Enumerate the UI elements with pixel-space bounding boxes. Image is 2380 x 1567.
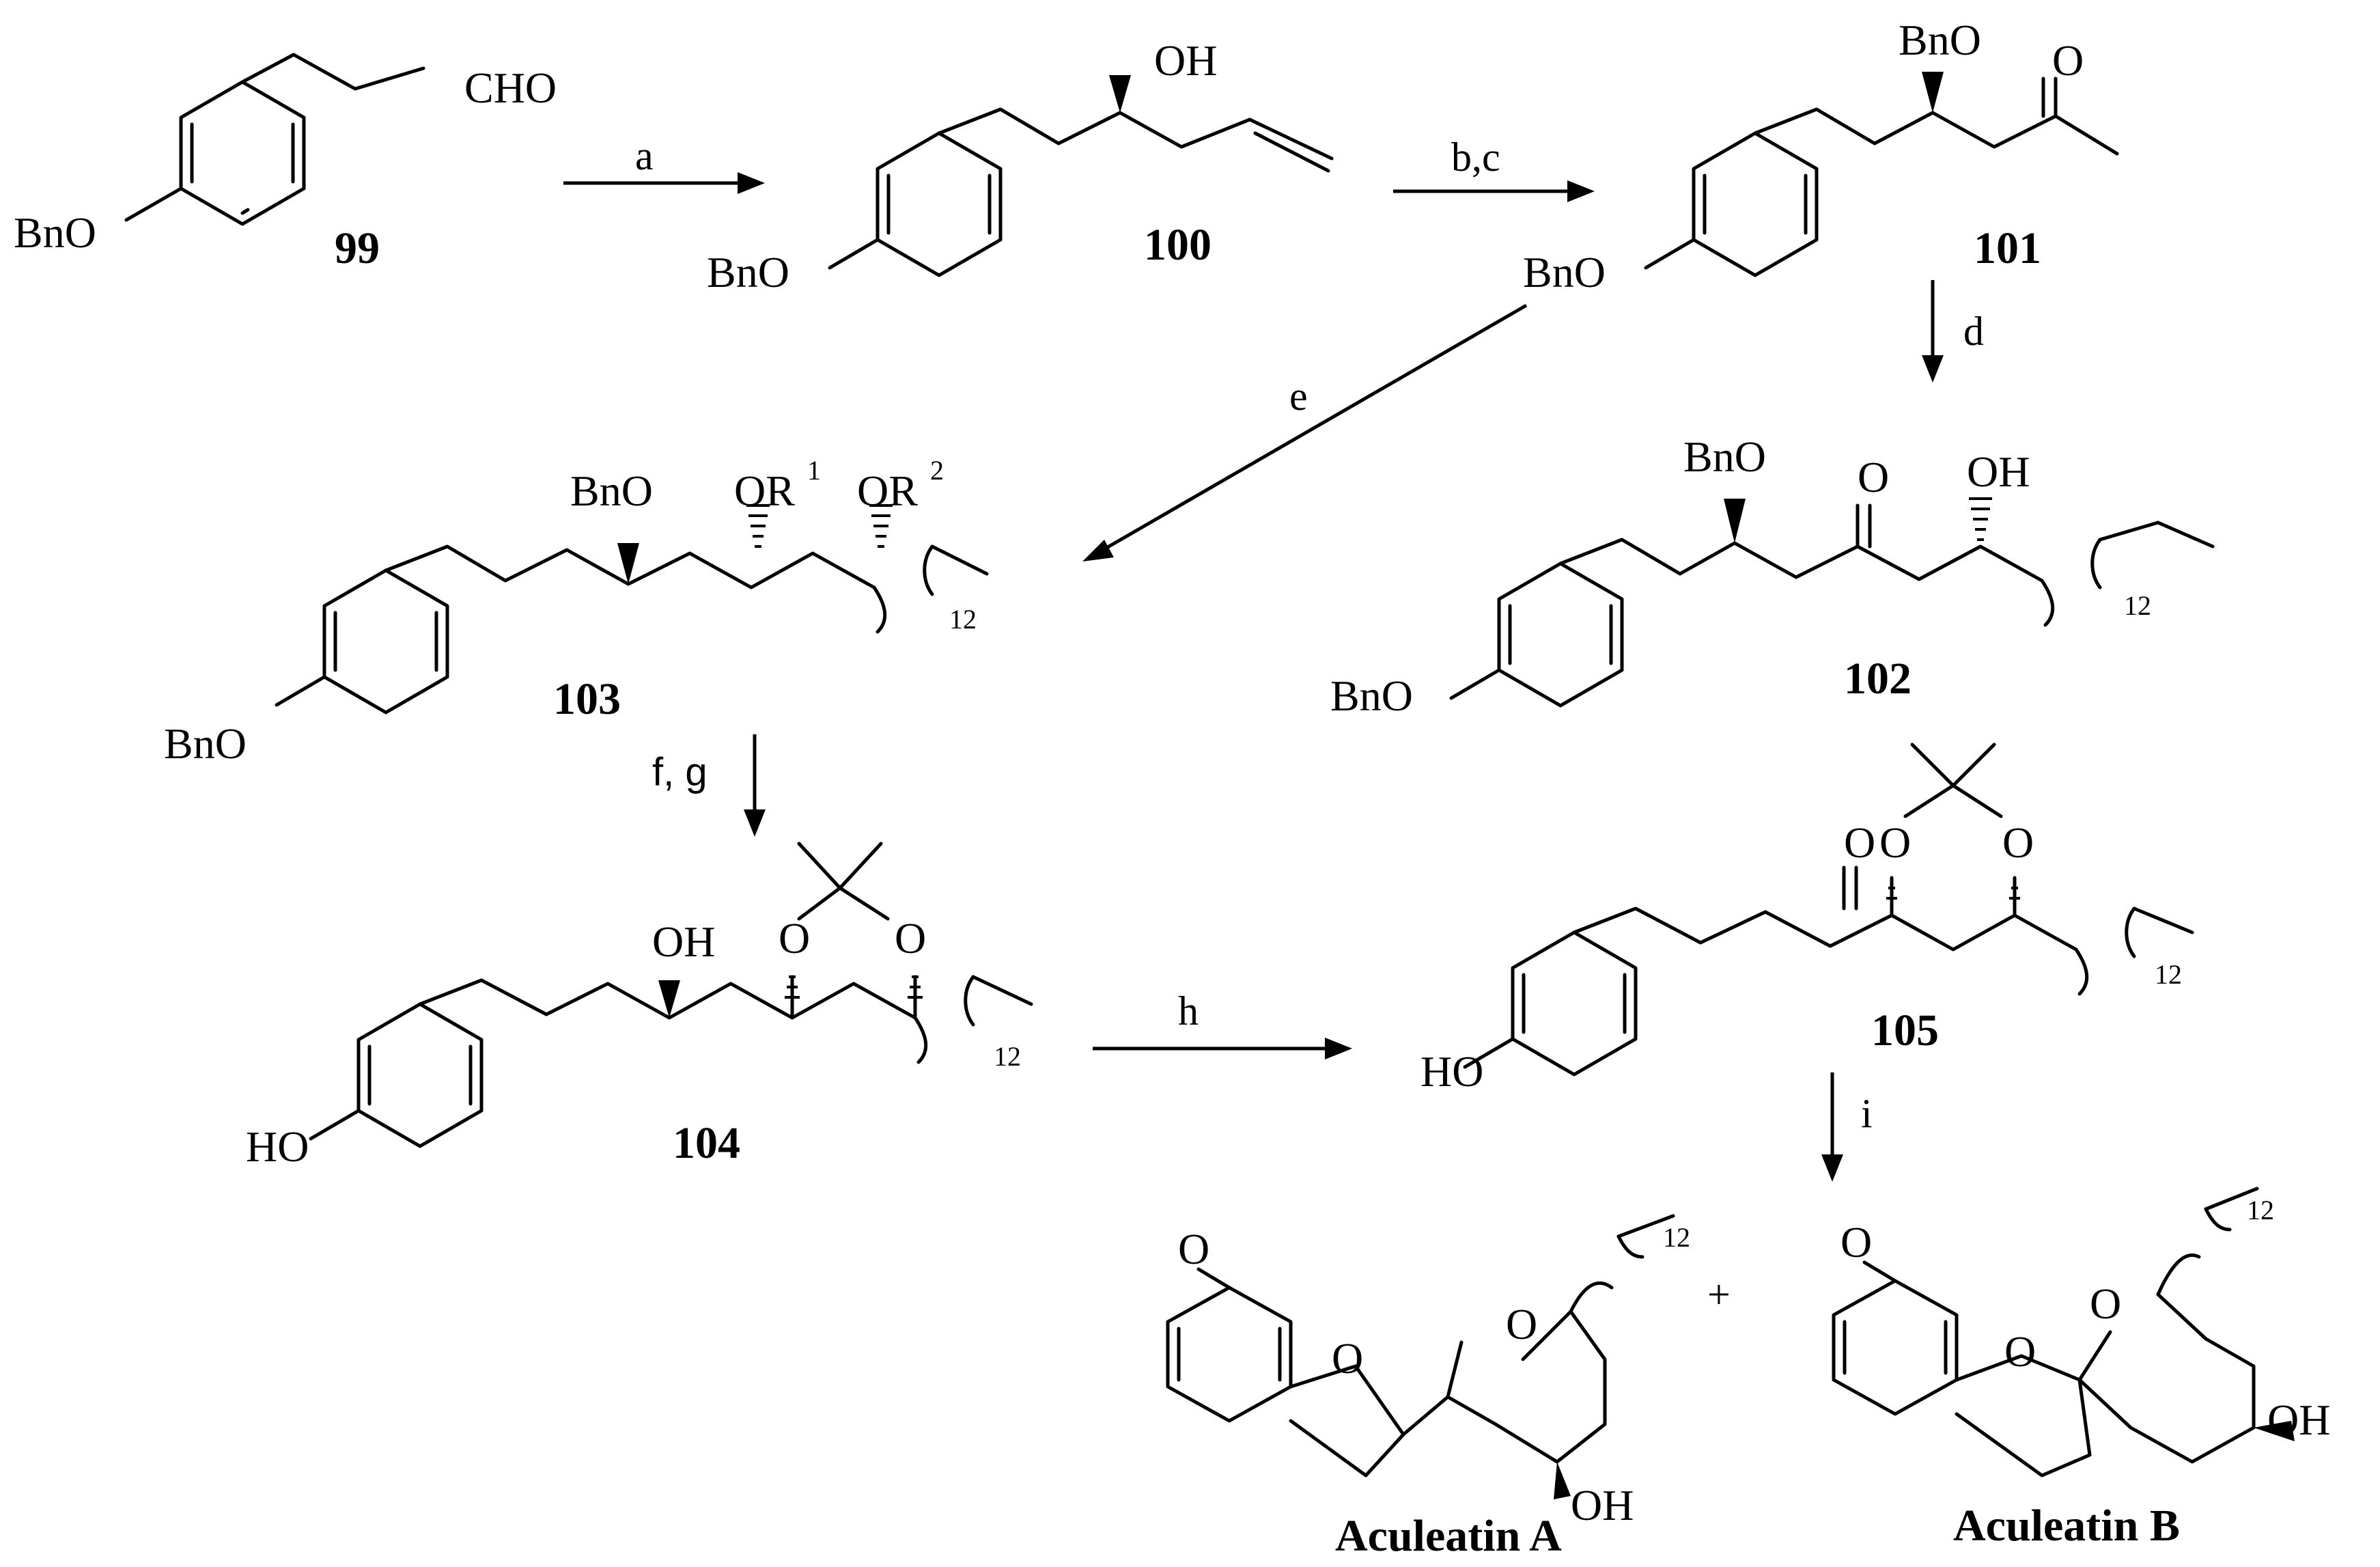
compound-100-label: 100 bbox=[1144, 220, 1212, 270]
aculeatin-b-label: Aculeatin B bbox=[1953, 1501, 2180, 1551]
reagent-e: e bbox=[1289, 374, 1308, 419]
compound-105-group-1: O bbox=[1844, 818, 1875, 867]
compound-99-label: 99 bbox=[335, 223, 380, 273]
compound-104-group-1: OH bbox=[652, 917, 715, 966]
compound-100-group-2: BnO bbox=[707, 248, 789, 296]
compound-aculeatin-a: O O O OH 12 Aculeatin A bbox=[1166, 1214, 1690, 1561]
compound-104-group-4: 12 bbox=[994, 1041, 1021, 1072]
plus-sign: + bbox=[1707, 1272, 1731, 1317]
compound-aculeatin-b: O O O OH 12 Aculeatin B bbox=[1832, 1187, 2330, 1551]
compound-103-group-3: 1 bbox=[807, 455, 821, 486]
aculeatin-b-group-4: OH bbox=[2267, 1396, 2330, 1444]
compound-103-group-2: OR bbox=[734, 467, 795, 515]
compound-104-group-2: O bbox=[779, 914, 810, 962]
aculeatin-a-group-1: O bbox=[1178, 1225, 1209, 1273]
arrow-a: a bbox=[563, 133, 765, 194]
compound-103-group-4: OR bbox=[857, 467, 918, 515]
aculeatin-a-group-4: OH bbox=[1571, 1481, 1634, 1529]
aculeatin-b-group-1: O bbox=[1840, 1218, 1872, 1266]
aculeatin-a-label: Aculeatin A bbox=[1335, 1511, 1562, 1561]
arrow-i: i bbox=[1821, 1072, 1873, 1182]
compound-104-group-5: HO bbox=[246, 1122, 309, 1171]
compound-102-group-2: O bbox=[1858, 453, 1889, 501]
reagent-a: a bbox=[635, 133, 654, 178]
compound-104-label: 104 bbox=[673, 1118, 740, 1168]
compound-99-group-2: BnO bbox=[14, 208, 96, 257]
arrow-bc: b,c bbox=[1393, 135, 1595, 202]
compound-103-group-7: BnO bbox=[164, 719, 247, 768]
compound-105-group-3: O bbox=[2002, 818, 2034, 867]
compound-103-label: 103 bbox=[553, 674, 621, 724]
compound-104-group-3: O bbox=[895, 914, 926, 962]
reagent-bc: b,c bbox=[1451, 135, 1500, 180]
arrow-d: d bbox=[1922, 280, 1984, 383]
arrow-e: e bbox=[1082, 303, 1528, 561]
compound-103-group-1: BnO bbox=[570, 467, 653, 515]
compound-102-group-3: OH bbox=[1967, 447, 2030, 496]
compound-101-group-3: BnO bbox=[1523, 248, 1606, 296]
arrow-h: h bbox=[1093, 988, 1352, 1059]
reagent-h: h bbox=[1178, 988, 1199, 1034]
compound-101-group-2: O bbox=[2052, 36, 2084, 85]
compound-101-label: 101 bbox=[1974, 223, 2041, 273]
reagent-fg: f, g bbox=[652, 750, 708, 794]
compound-103: BnO OR 1 OR 2 12 BnO 103 bbox=[164, 455, 989, 768]
compound-101-group-1: BnO bbox=[1899, 16, 1981, 64]
compound-102: BnO O OH 12 BnO 102 bbox=[1330, 432, 2215, 720]
aculeatin-a-group-5: 12 bbox=[1663, 1222, 1690, 1253]
compound-99: CHO BnO 99 bbox=[14, 53, 557, 273]
compound-102-group-5: BnO bbox=[1330, 671, 1413, 720]
compound-100-group-1: OH bbox=[1154, 36, 1217, 85]
aculeatin-a-group-3: O bbox=[1506, 1300, 1537, 1348]
aculeatin-b-group-2: O bbox=[2004, 1327, 2036, 1376]
compound-99-group-1: CHO bbox=[464, 64, 557, 112]
reagent-d: d bbox=[1963, 309, 1984, 354]
reagent-i: i bbox=[1861, 1091, 1873, 1136]
aculeatin-a-group-2: O bbox=[1332, 1334, 1363, 1383]
arrow-fg: f, g bbox=[652, 734, 766, 837]
compound-105-label: 105 bbox=[1871, 1006, 1939, 1055]
compound-102-group-1: BnO bbox=[1683, 432, 1766, 481]
compound-102-group-4: 12 bbox=[2124, 590, 2151, 621]
compound-105-group-5: HO bbox=[1420, 1047, 1483, 1096]
aculeatin-b-group-3: O bbox=[2090, 1279, 2121, 1328]
compound-105: O O O 12 HO 105 bbox=[1420, 743, 2194, 1096]
compound-105-group-4: 12 bbox=[2155, 959, 2182, 990]
compound-103-group-6: 12 bbox=[949, 604, 977, 635]
compound-103-group-5: 2 bbox=[930, 455, 944, 486]
compound-101: BnO O BnO 101 bbox=[1523, 16, 2119, 296]
aculeatin-b-group-5: 12 bbox=[2247, 1195, 2274, 1225]
compound-102-label: 102 bbox=[1844, 654, 1912, 704]
compound-100: OH BnO 100 bbox=[707, 36, 1334, 296]
compound-105-group-2: O bbox=[1879, 818, 1911, 867]
compound-104: OH O O 12 HO 104 bbox=[246, 842, 1033, 1171]
